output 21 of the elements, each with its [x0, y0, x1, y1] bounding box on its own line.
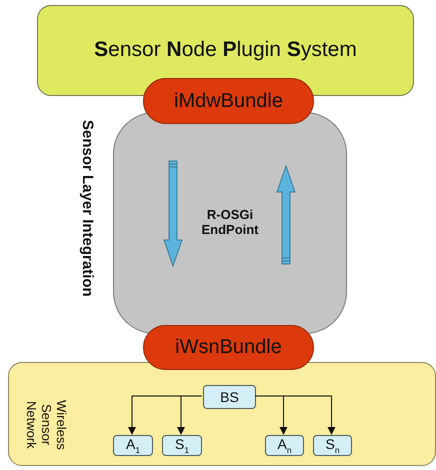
network-panel — [8, 362, 436, 466]
node-label: S$_{1}$ — [174, 436, 189, 456]
node-box — [113, 435, 153, 456]
node-label: A$_{1}$ — [126, 436, 140, 456]
node-label: iWsnBundle — [175, 336, 282, 359]
arrow — [254, 396, 336, 435]
node-box — [313, 435, 352, 456]
node-label: S$_{n}$ — [325, 436, 340, 456]
node-label: R-OSGi EndPoint — [200, 208, 260, 238]
bundle-pill — [143, 325, 314, 370]
node-box — [265, 435, 304, 456]
node-box — [203, 385, 256, 409]
node-label: Wireless Sensor Network — [23, 399, 68, 452]
bundle-pill — [143, 78, 314, 124]
side-caption: Sensor Layer Integration — [79, 120, 96, 297]
node-label: Sensor Node Plugin System — [94, 38, 357, 63]
node-label: A$_{n}$ — [277, 436, 292, 456]
node-label: BS — [220, 388, 239, 406]
node-box — [162, 435, 202, 456]
arrow — [177, 396, 202, 435]
node-label: iMdwBundle — [174, 90, 283, 112]
